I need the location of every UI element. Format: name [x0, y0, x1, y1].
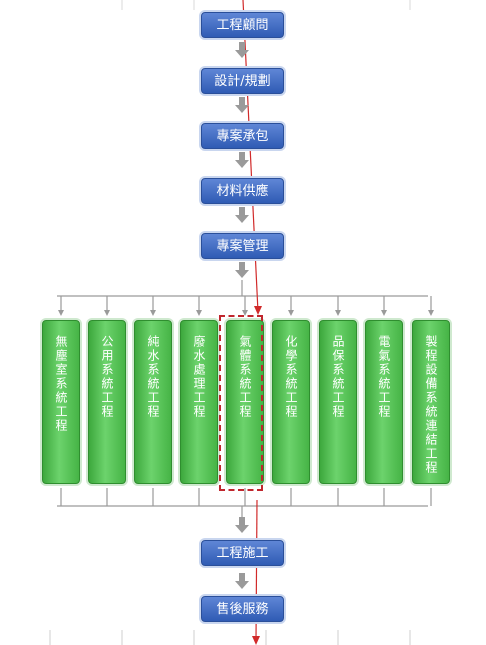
branch-label: 化學系統工程 [284, 335, 298, 419]
red-arrowhead-top [254, 306, 262, 315]
down-arrow-to-construction [235, 517, 249, 533]
branch-pure-water: 純水系統工程 [134, 320, 172, 484]
down-arrow-1 [235, 42, 249, 58]
down-arrow-to-branches [235, 262, 249, 278]
branch-drop-arrowhead-4 [196, 310, 202, 316]
down-arrow-2 [235, 97, 249, 113]
branch-drop-arrowhead-2 [104, 310, 110, 316]
branch-drop-arrowhead-9 [428, 310, 434, 316]
branch-process-tool-hookup: 製程設備系統連結工程 [412, 320, 450, 484]
red-flow-line [242, 0, 259, 313]
stage-after-sales-service: 售後服務 [201, 596, 284, 622]
branch-gas-system: 氣體系統工程 [226, 320, 264, 484]
down-arrow-to-service [235, 573, 249, 589]
branch-drop-arrowhead-7 [335, 310, 341, 316]
branch-wastewater: 廢水處理工程 [180, 320, 218, 484]
branch-drop-arrowhead-8 [381, 310, 387, 316]
branch-electrical: 電氣系統工程 [365, 320, 403, 484]
branch-cleanroom: 無塵室系統工程 [42, 320, 80, 484]
branch-label: 無塵室系統工程 [54, 335, 68, 433]
branch-drop-arrowhead-1 [58, 310, 64, 316]
branch-chemical: 化學系統工程 [272, 320, 310, 484]
branch-label: 氣體系統工程 [238, 335, 252, 419]
stage-engineering-consulting: 工程顧問 [201, 12, 284, 38]
branch-label: 純水系統工程 [146, 335, 160, 419]
branch-drop-arrowhead-3 [150, 310, 156, 316]
highlight-frame [219, 315, 263, 491]
down-arrow-4 [235, 207, 249, 223]
down-arrow-3 [235, 152, 249, 168]
branch-label: 製程設備系統連結工程 [424, 335, 438, 475]
stage-material-supply: 材料供應 [201, 178, 284, 204]
red-arrowhead-bottom [252, 636, 260, 645]
branch-drop-arrowhead-6 [288, 310, 294, 316]
branch-quality-assurance: 品保系統工程 [319, 320, 357, 484]
stage-project-management: 專案管理 [201, 233, 284, 259]
branch-label: 公用系統工程 [100, 335, 114, 419]
stage-design-planning: 設計/規劃 [201, 68, 284, 94]
stage-construction: 工程施工 [201, 540, 284, 566]
branch-label: 品保系統工程 [331, 335, 345, 419]
branch-label: 電氣系統工程 [377, 335, 391, 419]
stage-project-contracting: 專案承包 [201, 123, 284, 149]
branch-drop-arrowhead-5 [242, 310, 248, 316]
branch-utility: 公用系統工程 [88, 320, 126, 484]
branch-label: 廢水處理工程 [192, 335, 206, 419]
